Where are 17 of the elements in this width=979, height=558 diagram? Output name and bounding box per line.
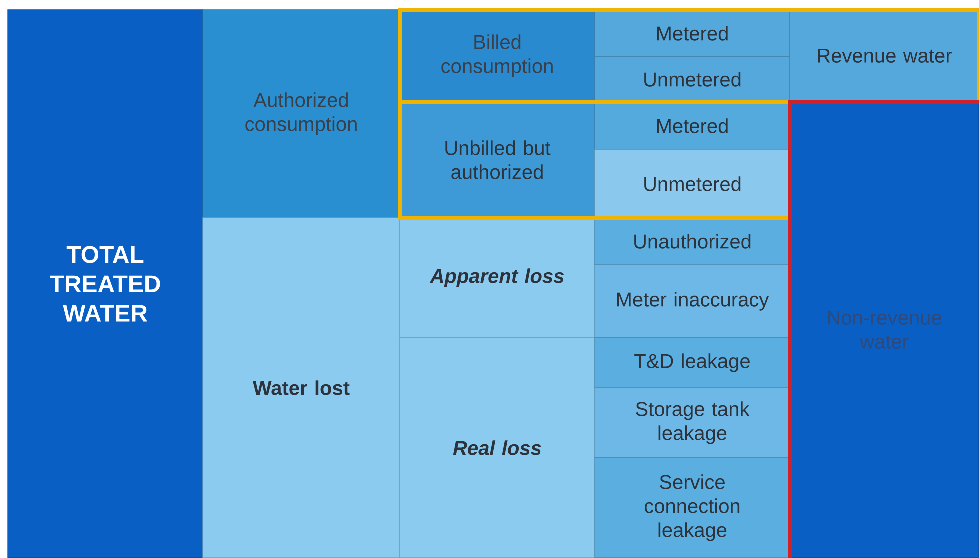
category-cell: Apparent loss xyxy=(400,218,596,338)
category-cell: Unbilled but authorized xyxy=(400,102,596,218)
table-cell: T&D leakage xyxy=(594,338,790,388)
table-cell: Unmetered xyxy=(594,150,790,218)
table-cell: Storage tank leakage xyxy=(594,388,790,458)
node-label: Water lost xyxy=(253,380,350,396)
table-cell: Unmetered xyxy=(594,56,790,102)
table-cell: Unauthorized xyxy=(594,218,790,266)
table-cell: Metered xyxy=(594,102,790,150)
table-cell: Meter inaccuracy xyxy=(594,264,790,338)
category-cell: Real loss xyxy=(400,338,596,558)
table-cell: Metered xyxy=(594,10,790,58)
category-cell: Authorized consumption xyxy=(202,10,400,218)
category-cell: Billed consumption xyxy=(400,10,596,102)
table-cell: Service connection leakage xyxy=(594,458,790,558)
category-cell: Revenue water xyxy=(790,10,979,102)
category-cell: TOTAL TREATED WATER xyxy=(8,10,204,558)
